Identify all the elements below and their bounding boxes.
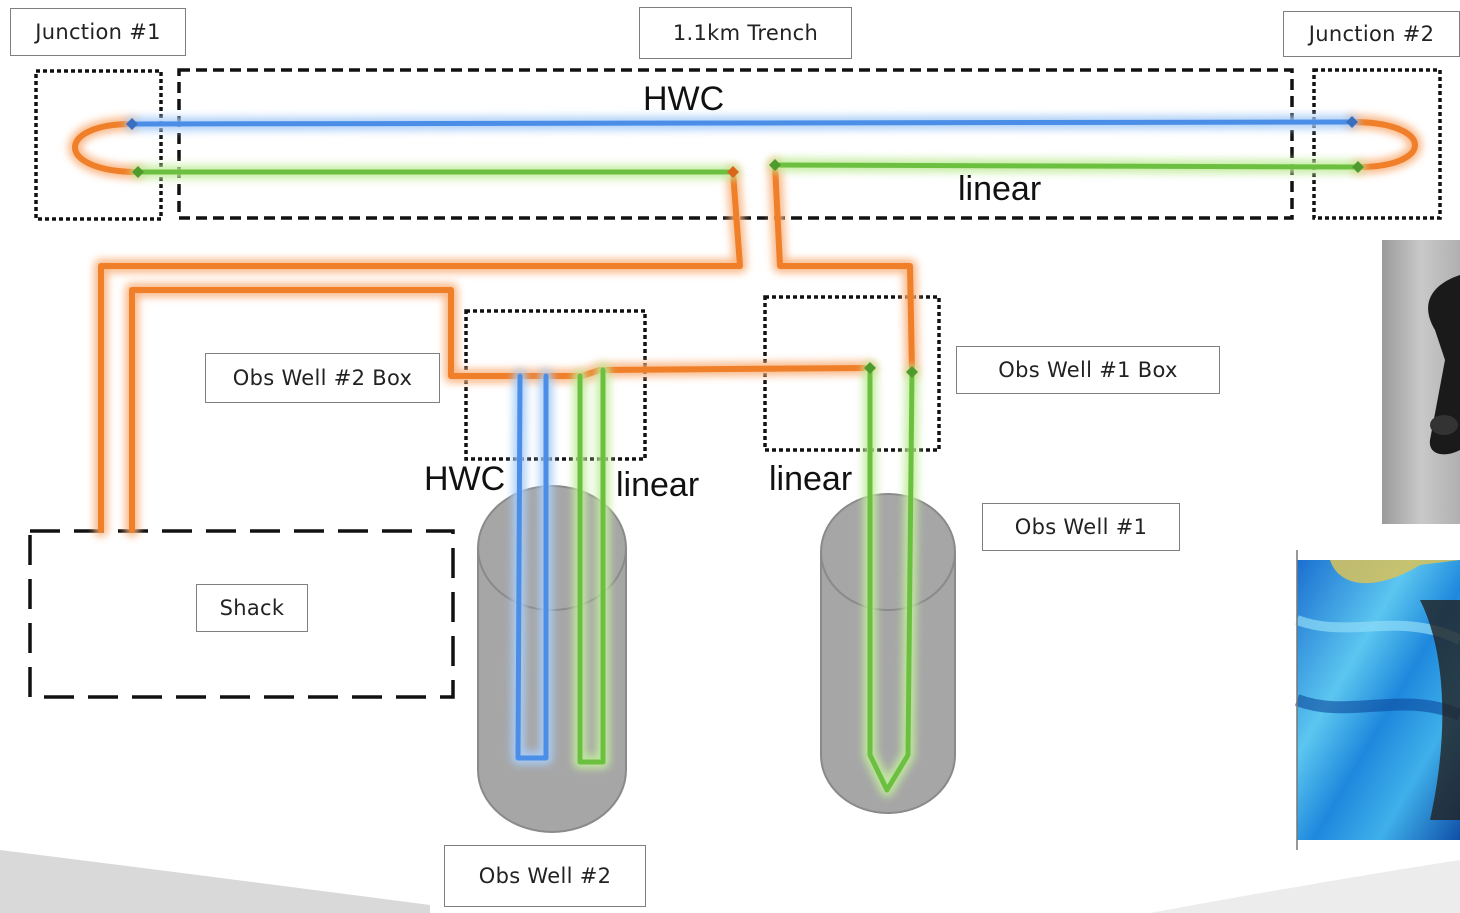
splice-markers <box>126 116 1364 378</box>
bottom-decor-band <box>0 850 430 913</box>
well1-linear-label: linear <box>769 460 853 498</box>
top-hwc-label: HWC <box>643 80 725 118</box>
obs-well2-dotted-box <box>464 309 647 461</box>
trench-label: 1.1km Trench <box>639 7 852 59</box>
well2-hwc-label: HWC <box>424 460 506 498</box>
trench-dashed-box <box>177 68 1294 220</box>
bottom-decor-band-right <box>1150 860 1460 913</box>
obs-well2-label: Obs Well #2 <box>444 845 646 907</box>
cable-connector-photo <box>1382 240 1460 524</box>
shack-dashed-box <box>28 529 455 699</box>
obs-well1-label: Obs Well #1 <box>982 503 1180 551</box>
hwc-cables <box>125 115 1359 765</box>
linear-cables <box>131 158 1365 797</box>
top-linear-label: linear <box>958 170 1042 208</box>
junction1-dotted-box <box>34 69 163 221</box>
shack-label: Shack <box>196 584 308 632</box>
junction2-dotted-box <box>1312 68 1442 220</box>
obs-well1-box-label: Obs Well #1 Box <box>956 346 1220 394</box>
blue-cable-spool-photo <box>1294 550 1460 850</box>
junction1-label: Junction #1 <box>10 8 186 56</box>
obs-well1-cylinder <box>820 493 956 814</box>
junction2-label: Junction #2 <box>1283 11 1460 57</box>
orange-feed-cables <box>68 115 1422 537</box>
obs-well2-box-label: Obs Well #2 Box <box>205 353 440 403</box>
well2-linear-label: linear <box>616 466 700 504</box>
